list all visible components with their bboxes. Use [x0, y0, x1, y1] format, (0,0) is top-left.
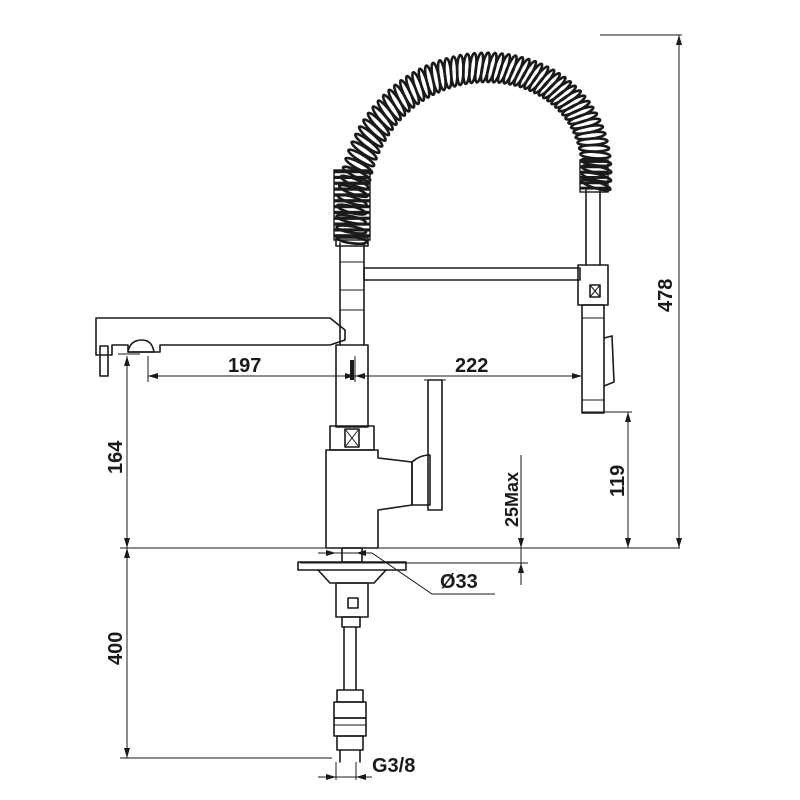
collar-thread — [334, 187, 370, 191]
faucet-outline — [95, 189, 615, 549]
dim-spout-reach: 222 — [455, 355, 488, 377]
spring-coil — [523, 62, 544, 91]
collar-thread — [334, 234, 370, 238]
collar-thread — [334, 205, 370, 209]
dimension-lines — [124, 35, 682, 780]
collar-thread — [580, 165, 608, 169]
dim-overall-height: 478 — [655, 279, 677, 312]
spring-coil — [528, 65, 550, 93]
dim-hole-diameter: Ø33 — [440, 571, 478, 593]
collar-thread — [334, 170, 370, 174]
coil-spring — [333, 51, 613, 246]
collar-thread — [334, 216, 370, 220]
collar-thread — [334, 193, 370, 197]
spring-coil — [550, 84, 578, 106]
collar-thread — [580, 181, 608, 185]
collar-thread — [580, 176, 608, 179]
spring-coil — [344, 156, 374, 175]
collar-thread — [334, 228, 370, 232]
dim-spray-reach: 197 — [228, 355, 261, 377]
mounting-assembly — [297, 547, 407, 763]
collar-outline — [333, 169, 371, 241]
spring-coil — [557, 94, 587, 113]
spring-coil — [423, 64, 436, 97]
spring-coil — [553, 89, 583, 109]
spring-coil — [546, 80, 573, 103]
collar-thread — [580, 186, 608, 190]
dim-thread-size: G3/8 — [372, 755, 415, 777]
collar-thread — [580, 170, 608, 174]
spring-coil — [335, 224, 368, 235]
spring-coil — [541, 75, 567, 100]
collar-thread — [334, 199, 370, 203]
dim-hose-length: 400 — [105, 632, 127, 665]
collar-thread — [334, 181, 370, 185]
spring-coil — [381, 93, 403, 122]
collar-outline — [579, 159, 609, 193]
spring-coil — [376, 99, 398, 127]
extension-lines — [118, 34, 682, 759]
dim-spout-clearance: 119 — [607, 465, 629, 497]
collar-thread — [334, 175, 370, 180]
spring-coil — [347, 148, 376, 168]
dim-spray-height: 164 — [105, 440, 127, 474]
dim-counter-thickness: 25Max — [502, 472, 522, 527]
spring-coil — [371, 105, 395, 132]
collar-thread — [334, 222, 370, 226]
collar-thread — [334, 210, 370, 215]
collar-thread — [580, 160, 608, 163]
